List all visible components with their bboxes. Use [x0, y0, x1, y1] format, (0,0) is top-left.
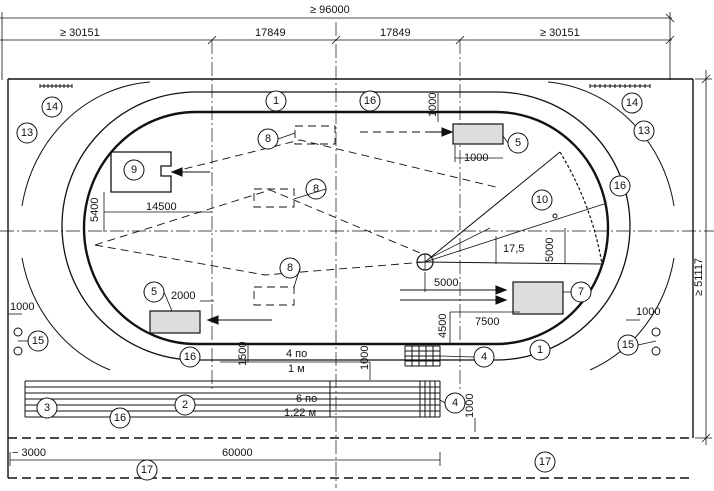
lanes-straight-count: 6 по: [296, 393, 317, 405]
callout-13-left: 13: [21, 127, 33, 139]
dim-1000-bottom: 1000: [464, 394, 476, 418]
callout-1-bottom: 1: [537, 344, 543, 356]
high-jump-mat: [512, 281, 564, 315]
long-jump-pit-right: [452, 123, 504, 145]
top-dimension-lines: [0, 12, 675, 80]
dim-1000-left: 1000: [10, 301, 34, 313]
oval-start-grid: [404, 345, 441, 367]
callout-14-left: 14: [46, 101, 58, 113]
pole-vault-area: [110, 151, 172, 193]
callout-4-top: 4: [481, 351, 487, 363]
callout-17-left: 17: [141, 464, 153, 476]
dim-1000-right: 1000: [636, 306, 660, 318]
callout-8-bottom: 8: [287, 262, 293, 274]
callout-14-right: 14: [626, 97, 638, 109]
dim-5000-vertical: 5000: [544, 238, 556, 262]
dim-center-right: 17849: [380, 27, 411, 39]
dim-1500: 1500: [237, 342, 249, 366]
site-boundary: [7, 78, 694, 479]
dim-60000: 60000: [222, 447, 253, 459]
arrows: [170, 127, 508, 325]
dim-center-left: 17849: [255, 27, 286, 39]
stands: [21, 81, 675, 371]
sector-marker: [552, 213, 558, 219]
callout-16-bottom: 16: [184, 351, 196, 363]
throw-lines: [94, 125, 501, 306]
lanes-straight-width: 1,22 м: [284, 407, 316, 419]
lanes-oval-count: 4 по: [286, 348, 307, 360]
callout-8-middle: 8: [313, 183, 319, 195]
callout-bubbles: [16, 90, 655, 481]
callout-8-top: 8: [265, 133, 271, 145]
throwing-circle-sector: [416, 151, 605, 271]
track-inner-edge: [82, 110, 610, 346]
callout-3: 3: [44, 402, 50, 414]
callout-15-left: 15: [32, 335, 44, 347]
callout-5-left: 5: [151, 286, 157, 298]
callout-9: 9: [131, 164, 137, 176]
right-dimension-line: [695, 70, 712, 445]
corner-posts: [13, 327, 661, 356]
dim-3000: − 3000: [12, 447, 46, 459]
dim-right-segment: ≥ 30151: [540, 27, 580, 39]
straightaway-lanes: [24, 380, 441, 418]
callout-1-top: 1: [273, 95, 279, 107]
track-outer-edge: [61, 91, 631, 361]
dim-4500: 4500: [437, 314, 449, 338]
callout-17-right: 17: [539, 456, 551, 468]
dim-overall-height: ≥ 51117: [693, 258, 705, 296]
dim-1000-lanes: 1000: [359, 346, 371, 370]
callout-16-lanes: 16: [114, 412, 126, 424]
callout-15-right: 15: [622, 339, 634, 351]
callout-16-top: 16: [364, 95, 376, 107]
interior-dimension-lines: [8, 93, 640, 466]
callout-5-right: 5: [515, 137, 521, 149]
dim-5000-horizontal: 5000: [434, 277, 458, 289]
running-track: [61, 91, 631, 361]
long-jump-pit-left: [149, 310, 201, 334]
callout-10: 10: [536, 194, 548, 206]
dim-overall-width: ≥ 96000: [310, 4, 350, 16]
dim-5400: 5400: [89, 198, 101, 222]
callout-2: 2: [182, 399, 188, 411]
angle-label: 17,5: [503, 243, 524, 255]
dim-7500: 7500: [475, 316, 499, 328]
dim-left-segment: ≥ 30151: [60, 27, 100, 39]
callout-13-right: 13: [638, 125, 650, 137]
callout-16-right: 16: [614, 180, 626, 192]
dim-1000-box: 1000: [464, 152, 488, 164]
leader-lines: [18, 90, 657, 404]
callout-7: 7: [578, 286, 584, 298]
callout-4-bottom: 4: [452, 397, 458, 409]
dim-1000-top: 1000: [427, 93, 439, 117]
lanes-oval-width: 1 м: [288, 363, 305, 375]
dim-14500: 14500: [146, 201, 177, 213]
dim-2000: 2000: [171, 290, 195, 302]
